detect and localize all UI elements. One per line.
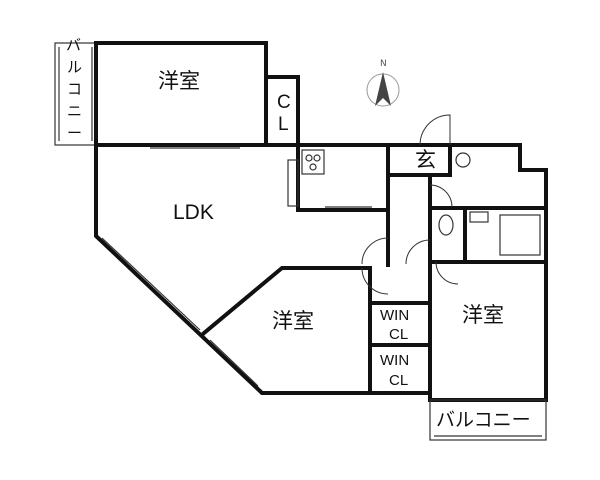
room-label-western-top: 洋室	[158, 70, 200, 93]
wall-middle-room	[201, 266, 372, 336]
windows	[101, 147, 372, 387]
washbasin	[469, 211, 489, 223]
balcony-bottom-outline	[429, 399, 547, 441]
bathtub	[499, 214, 541, 256]
stove-burner-1	[305, 154, 313, 162]
balcony-left-char-3: コ	[67, 81, 82, 98]
room-label-win-closet-1-line1: WIN	[380, 307, 409, 324]
compass-north-label: N	[380, 59, 387, 69]
compass: N	[366, 59, 400, 107]
interior-walls	[94, 75, 548, 402]
compass-arrow-icon	[375, 72, 391, 106]
wall-entrance	[386, 143, 452, 177]
room-label-entrance: 玄	[415, 149, 436, 172]
room-label-win-closet-2-line2: CL	[389, 372, 408, 389]
room-label-ldk: LDK	[173, 201, 214, 224]
room-label-win-closet-2-line1: WIN	[380, 352, 409, 369]
balcony-left: バ ル コ ニ ー	[54, 37, 97, 146]
door-corridor-ldk	[361, 237, 389, 265]
sink-basin	[455, 152, 471, 168]
door-right-room-2	[435, 261, 459, 285]
doors	[361, 114, 459, 295]
fixtures	[287, 149, 541, 256]
room-label-closet-top-l: L	[278, 114, 289, 135]
kitchen-counter	[287, 159, 299, 207]
wall-left-ldk	[94, 41, 432, 395]
room-label-closet-top-c: C	[277, 92, 291, 113]
balcony-left-char-5: ー	[67, 125, 82, 142]
window-ldk-diagonal-2	[209, 339, 259, 387]
balcony-left-char-2: ル	[67, 59, 82, 76]
door-middle-room	[361, 267, 389, 295]
room-label-win-closet-1-line2: CL	[389, 326, 408, 343]
room-label-western-right: 洋室	[462, 304, 504, 327]
wall-top-right	[296, 143, 548, 210]
balcony-bottom: バルコニー	[429, 399, 547, 441]
door-entrance	[419, 114, 451, 146]
balcony-left-char-4: ニ	[67, 103, 82, 120]
stove-burner-3	[309, 163, 317, 171]
stove-burner-2	[313, 154, 321, 162]
balcony-bottom-label: バルコニー	[436, 410, 531, 431]
toilet	[438, 214, 454, 236]
wall-kitchen	[296, 143, 390, 212]
stove	[301, 149, 325, 175]
door-toilet	[429, 184, 453, 208]
door-right-room	[405, 239, 431, 265]
room-label-western-middle: 洋室	[272, 310, 314, 333]
balcony-left-char-1: バ	[66, 37, 81, 54]
window-ldk-diagonal	[101, 237, 201, 331]
